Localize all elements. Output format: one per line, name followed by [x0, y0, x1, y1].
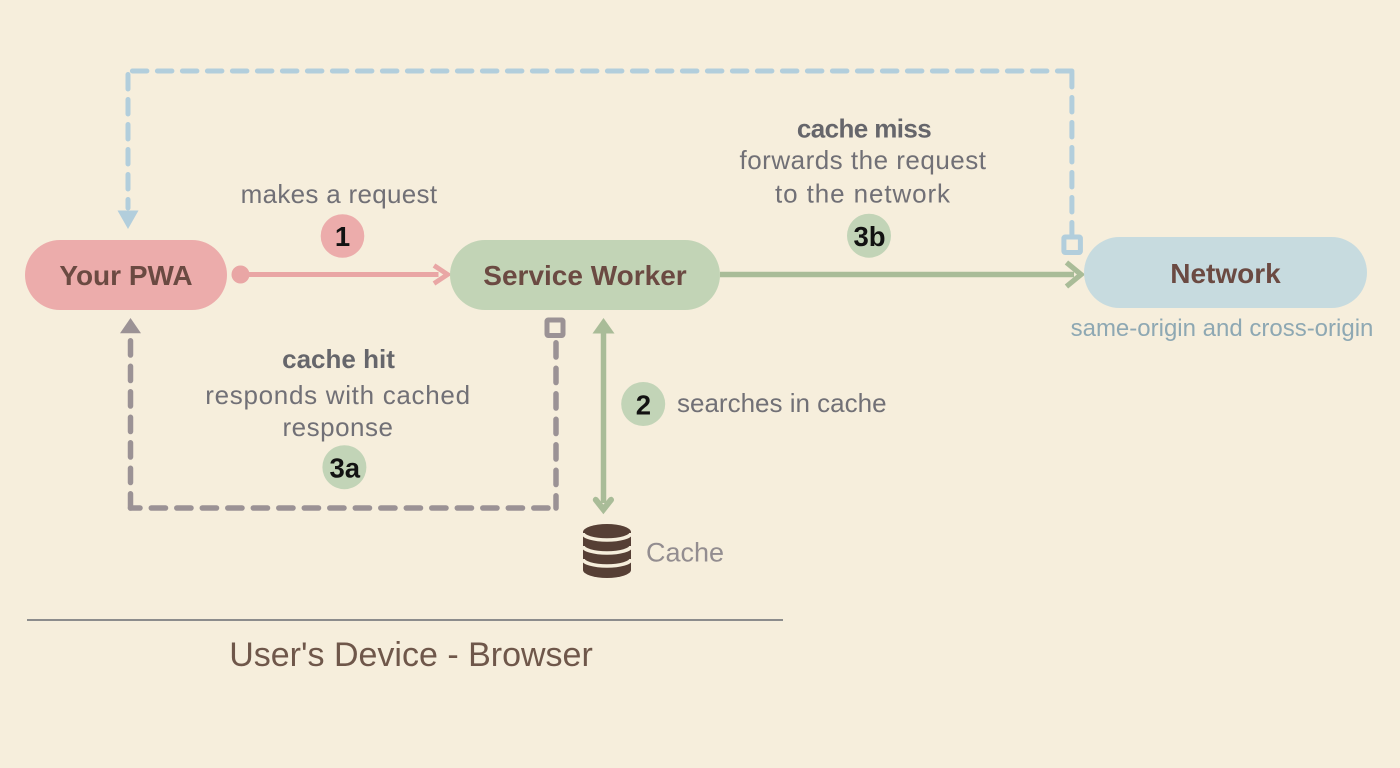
svg-text:2: 2 [636, 390, 651, 421]
svg-text:same-origin and cross-origin: same-origin and cross-origin [1071, 315, 1374, 342]
svg-text:forwards the request: forwards the request [739, 145, 986, 175]
svg-text:cache miss: cache miss [797, 114, 931, 144]
svg-text:cache hit: cache hit [282, 344, 395, 374]
svg-text:Network: Network [1170, 258, 1281, 289]
svg-text:Service Worker: Service Worker [483, 260, 686, 291]
svg-text:searches in cache: searches in cache [677, 388, 887, 418]
svg-text:3a: 3a [330, 452, 361, 483]
svg-text:response: response [283, 412, 394, 442]
svg-text:1: 1 [335, 221, 350, 252]
svg-text:responds with cached: responds with cached [205, 380, 470, 410]
svg-text:makes a request: makes a request [241, 179, 438, 209]
svg-text:User's Device - Browser: User's Device - Browser [229, 636, 593, 674]
svg-text:to the network: to the network [775, 179, 951, 209]
svg-text:3b: 3b [853, 221, 885, 252]
svg-text:Your PWA: Your PWA [59, 260, 192, 291]
svg-text:Cache: Cache [646, 538, 724, 568]
